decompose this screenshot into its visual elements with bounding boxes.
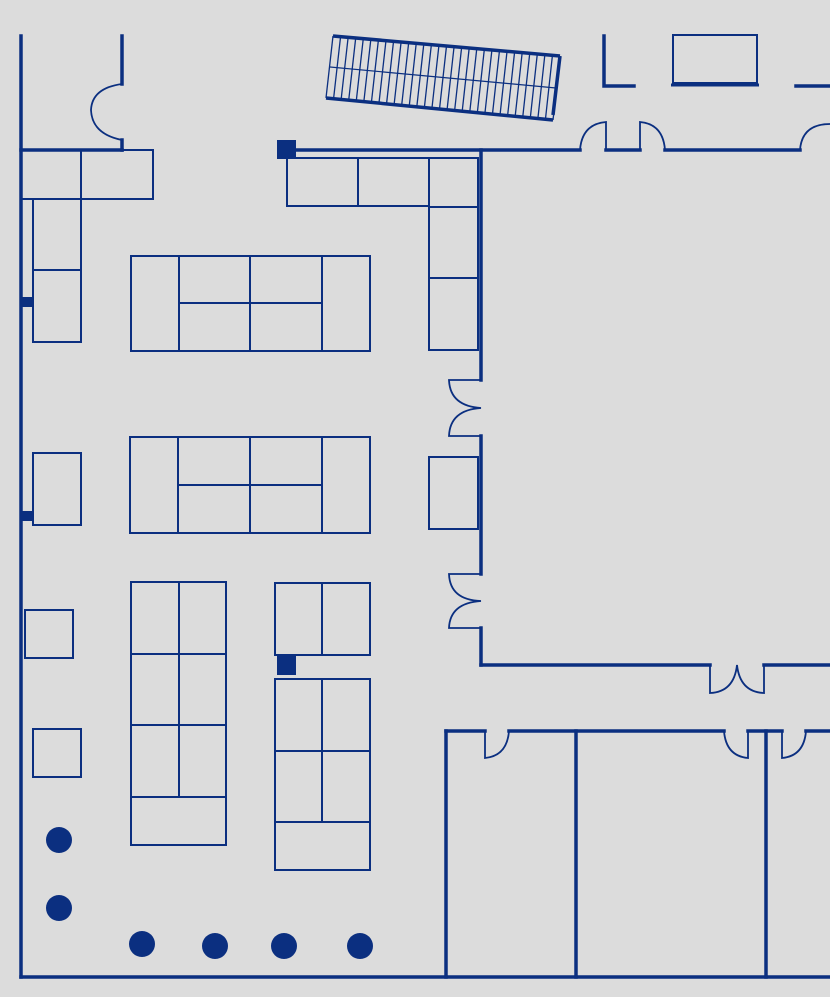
door-north-2: [639, 121, 666, 151]
stair-tread: [348, 37, 357, 101]
door-east-room-south: [709, 664, 765, 694]
cluster-1-right: [321, 255, 371, 352]
stair-tread: [499, 51, 508, 115]
columns: [21, 140, 296, 675]
stair-tread: [476, 49, 485, 113]
stair-tread: [552, 55, 561, 121]
stair-tread: [325, 35, 334, 99]
door-east-room-2: [448, 573, 482, 629]
stair-tread: [506, 51, 516, 116]
pillar-south-3: [271, 933, 297, 959]
stairwell: [325, 34, 562, 122]
stair-tread: [378, 40, 387, 104]
stair-tread: [340, 37, 349, 100]
stair-tread: [469, 48, 478, 113]
pillar-south-1: [129, 931, 155, 957]
stair-tread: [484, 49, 493, 114]
stair-tread: [514, 52, 523, 117]
desk-west-c: [32, 452, 82, 526]
door-south-room-1: [484, 730, 510, 759]
door-west-entry: [90, 83, 123, 141]
stair-tread: [544, 55, 554, 120]
stair-tread: [446, 46, 455, 110]
door-north-3: [799, 123, 830, 151]
display-cabinet: [671, 34, 759, 87]
stair-tread: [416, 43, 425, 107]
door-north-1: [579, 121, 607, 151]
column-center: [277, 656, 296, 675]
desk-west-d: [24, 609, 74, 659]
display-cabinet-box: [672, 34, 758, 84]
stair-tread: [491, 50, 501, 115]
wall-pier-west-1: [21, 297, 34, 307]
stair-tread: [537, 54, 546, 119]
stair-tread: [363, 39, 372, 102]
door-south-room-2: [723, 730, 749, 759]
desk-west-e: [32, 728, 82, 778]
door-south-room-3: [781, 730, 807, 759]
cluster-4-top-b: [321, 582, 371, 656]
furniture: [20, 149, 479, 871]
stair-tread: [408, 43, 417, 107]
stair-tread: [529, 53, 538, 118]
cluster-2-right: [321, 436, 371, 534]
stair-tread: [461, 47, 470, 112]
wall-pier-west-2: [21, 511, 34, 521]
round-pillars: [46, 827, 373, 959]
pillar-west-2: [46, 895, 72, 921]
stair-tread: [332, 36, 342, 99]
column-northwest: [277, 140, 296, 159]
stair-tread: [453, 47, 463, 111]
stair-tread: [423, 44, 433, 108]
door-east-room-1: [448, 379, 482, 437]
doors: [90, 83, 830, 759]
stair-tread: [385, 41, 395, 104]
stair-tread: [431, 45, 440, 109]
pillar-south-4: [347, 933, 373, 959]
stair-tread: [393, 41, 402, 105]
cluster-3-end: [130, 796, 227, 846]
desk-nw-corner: [20, 149, 82, 200]
top-room-wall-1: [602, 34, 636, 88]
stair-tread: [522, 53, 531, 118]
pillar-west-1: [46, 827, 72, 853]
stair-tread: [370, 39, 380, 103]
desk-east-3: [428, 277, 479, 351]
pillar-south-2: [202, 933, 228, 959]
stair-tread: [401, 42, 410, 106]
stair-tread: [355, 38, 364, 102]
stair-tread: [438, 45, 448, 110]
desk-east-4: [428, 456, 479, 530]
cluster-4-end: [274, 821, 371, 871]
